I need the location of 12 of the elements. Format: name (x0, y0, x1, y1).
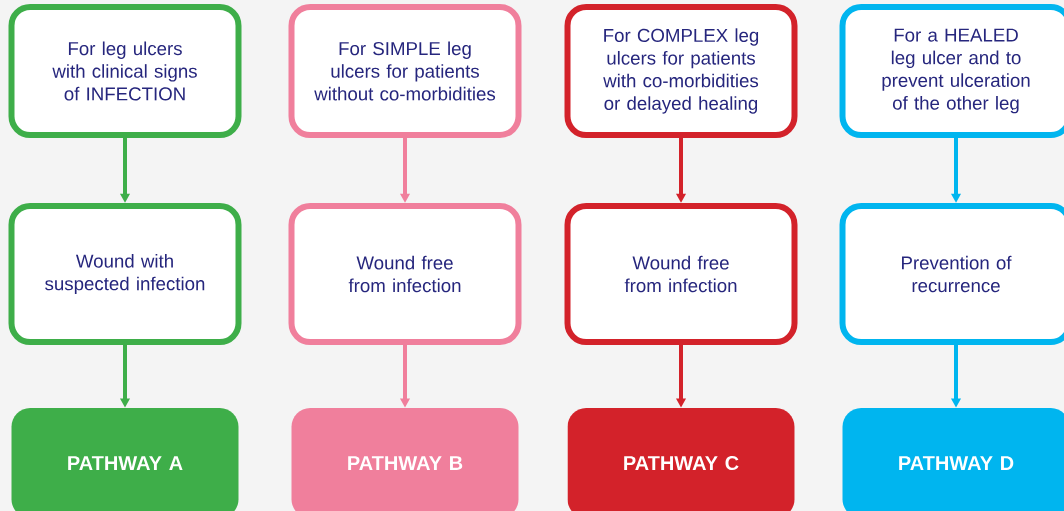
step-box: Prevention of recurrence (839, 203, 1064, 345)
step-box: For SIMPLE leg ulcers for patients without co-morbidities (288, 4, 522, 138)
step-box: For COMPLEX leg ulcers for patients with co-morbidities or delayed healing (564, 4, 798, 138)
step-box: For a HEALED leg ulcer and to prevent ulceration of the other leg (839, 4, 1064, 138)
pathway-box: PATHWAY C (567, 408, 795, 511)
step-box: For leg ulcers with clinical signs of INFECTION (8, 4, 242, 138)
pathway-box: PATHWAY D (842, 408, 1064, 511)
pathway-box: PATHWAY B (291, 408, 519, 511)
step-box: Wound free from infection (564, 203, 798, 345)
pathway-box: PATHWAY A (11, 408, 239, 511)
step-box: Wound with suspected infection (8, 203, 242, 345)
step-box: Wound free from infection (288, 203, 522, 345)
